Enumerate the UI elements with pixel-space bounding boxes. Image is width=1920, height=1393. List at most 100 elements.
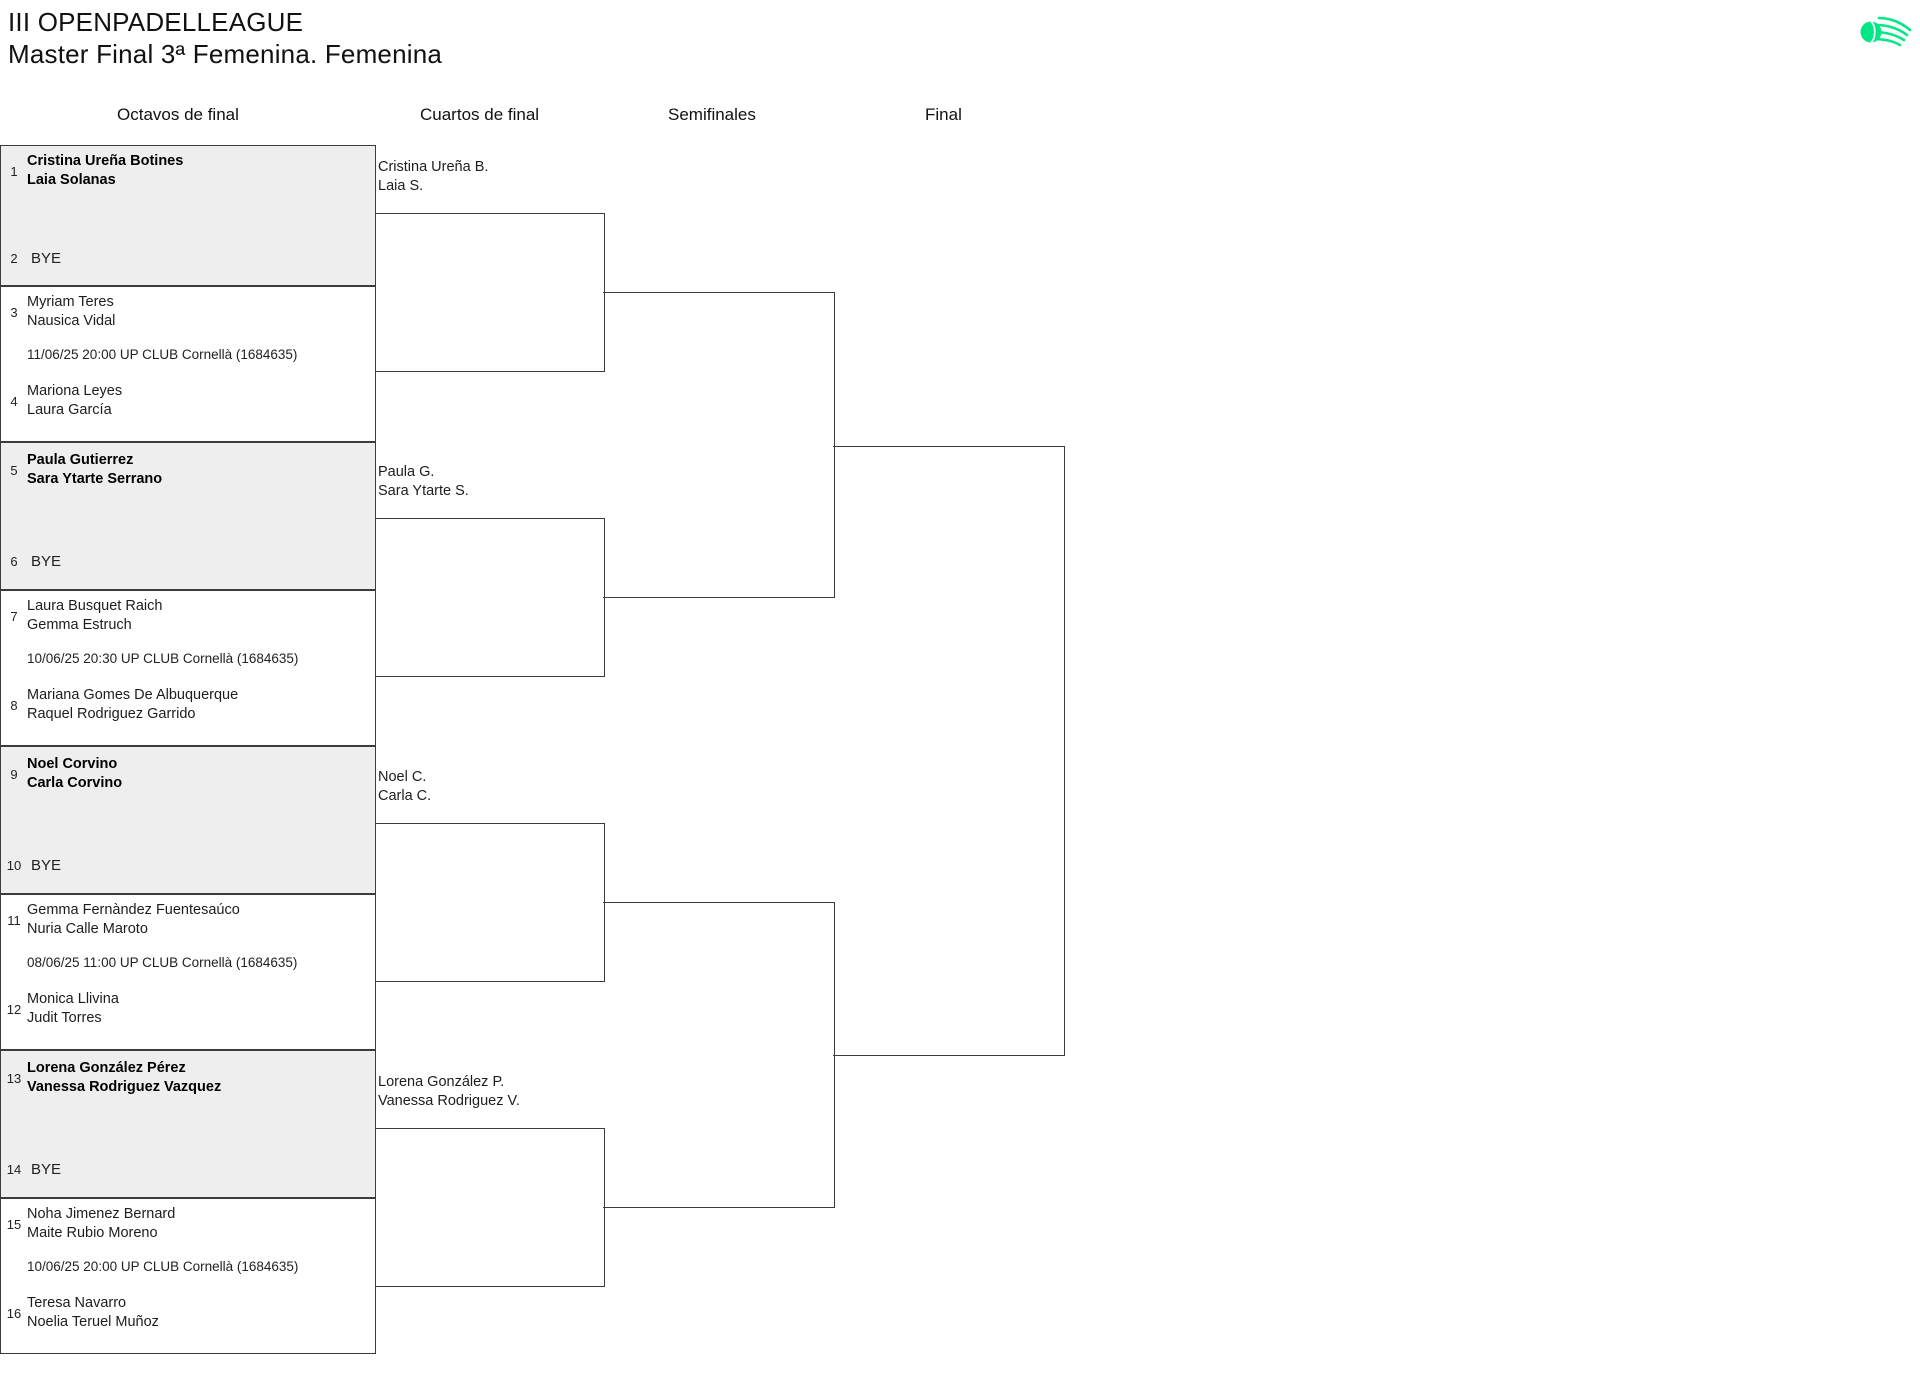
round-header-final: Final bbox=[925, 105, 962, 124]
player-name: Monica Llivina bbox=[27, 991, 119, 1007]
team-names: Gemma Fernàndez Fuentesaúco Nuria Calle … bbox=[27, 901, 240, 939]
player-name: Sara Ytarte Serrano bbox=[27, 471, 163, 487]
bye-label: BYE bbox=[31, 250, 62, 267]
player-name: Nuria Calle Maroto bbox=[27, 921, 148, 937]
player-name: Cristina Ureña B. bbox=[378, 159, 489, 175]
seed-number: 1 bbox=[10, 163, 18, 179]
seed-number: 12 bbox=[6, 1001, 22, 1017]
seed-number: 2 bbox=[10, 251, 18, 266]
seed-number: 5 bbox=[10, 462, 18, 478]
team-names: Monica Llivina Judit Torres bbox=[27, 990, 119, 1028]
connector-cuartos-2 bbox=[603, 902, 835, 1208]
player-name: Gemma Estruch bbox=[27, 617, 132, 633]
r16-match-1[interactable]: 1 Cristina Ureña Botines Laia Solanas 2 … bbox=[0, 145, 376, 286]
seed-number: 6 bbox=[10, 554, 18, 569]
r16-slot-2[interactable]: 2 BYE bbox=[1, 250, 375, 267]
seed-number: 16 bbox=[6, 1305, 22, 1321]
seed-number: 15 bbox=[6, 1216, 22, 1232]
team-names: Mariona Leyes Laura García bbox=[27, 382, 122, 420]
player-name: Noel Corvino bbox=[27, 756, 118, 772]
qf-team-4[interactable]: Lorena González P. Vanessa Rodriguez V. bbox=[378, 1073, 520, 1111]
match-schedule: 10/06/25 20:30 UP CLUB Cornellà (1684635… bbox=[27, 651, 299, 666]
player-name: Laia Solanas bbox=[27, 172, 116, 188]
player-name: Mariana Gomes De Albuquerque bbox=[27, 687, 239, 703]
seed-number: 8 bbox=[10, 697, 18, 713]
player-name: Judit Torres bbox=[27, 1010, 102, 1026]
r16-slot-15[interactable]: 15 Noha Jimenez Bernard Maite Rubio More… bbox=[1, 1205, 375, 1243]
player-name: Noha Jimenez Bernard bbox=[27, 1206, 176, 1222]
team-names: Teresa Navarro Noelia Teruel Muñoz bbox=[27, 1294, 159, 1332]
page-title: III OPENPADELLEAGUE Master Final 3ª Feme… bbox=[8, 6, 442, 70]
player-name: Laia S. bbox=[378, 178, 424, 194]
r16-slot-8[interactable]: 8 Mariana Gomes De Albuquerque Raquel Ro… bbox=[1, 686, 375, 724]
bye-label: BYE bbox=[31, 553, 62, 570]
team-names: Paula Gutierrez Sara Ytarte Serrano bbox=[27, 451, 162, 489]
player-name: Laura Busquet Raich bbox=[27, 598, 163, 614]
r16-slot-16[interactable]: 16 Teresa Navarro Noelia Teruel Muñoz bbox=[1, 1294, 375, 1332]
r16-match-2[interactable]: 3 Myriam Teres Nausica Vidal 11/06/25 20… bbox=[0, 286, 376, 442]
player-name: Sara Ytarte S. bbox=[378, 483, 469, 499]
connector-octavos-3 bbox=[376, 823, 605, 982]
r16-match-3[interactable]: 5 Paula Gutierrez Sara Ytarte Serrano 6 … bbox=[0, 442, 376, 590]
player-name: Nausica Vidal bbox=[27, 313, 116, 329]
seed-number: 11 bbox=[7, 912, 21, 928]
r16-match-6[interactable]: 11 Gemma Fernàndez Fuentesaúco Nuria Cal… bbox=[0, 894, 376, 1050]
seed-number: 3 bbox=[10, 304, 18, 320]
seed-number: 10 bbox=[6, 858, 22, 873]
r16-slot-6[interactable]: 6 BYE bbox=[1, 553, 375, 570]
r16-slot-11[interactable]: 11 Gemma Fernàndez Fuentesaúco Nuria Cal… bbox=[1, 901, 375, 939]
r16-slot-14[interactable]: 14 BYE bbox=[1, 1161, 375, 1178]
r16-match-4[interactable]: 7 Laura Busquet Raich Gemma Estruch 10/0… bbox=[0, 590, 376, 746]
team-names: Noel Corvino Carla Corvino bbox=[27, 755, 122, 793]
seed-number: 13 bbox=[6, 1070, 22, 1086]
player-name: Lorena González Pérez bbox=[27, 1060, 186, 1076]
player-name: Paula G. bbox=[378, 464, 435, 480]
connector-octavos-4 bbox=[376, 1128, 605, 1287]
player-name: Lorena González P. bbox=[378, 1074, 505, 1090]
player-name: Vanessa Rodriguez Vazquez bbox=[27, 1079, 222, 1095]
bye-label: BYE bbox=[31, 1161, 62, 1178]
r16-match-8[interactable]: 15 Noha Jimenez Bernard Maite Rubio More… bbox=[0, 1198, 376, 1354]
tournament-subtitle: Master Final 3ª Femenina. Femenina bbox=[8, 39, 443, 69]
seed-number: 7 bbox=[10, 608, 18, 624]
player-name: Raquel Rodriguez Garrido bbox=[27, 706, 196, 722]
padel-ball-logo bbox=[1858, 12, 1912, 54]
seed-number: 9 bbox=[10, 766, 18, 782]
player-name: Vanessa Rodriguez V. bbox=[378, 1093, 520, 1109]
team-names: Lorena González Pérez Vanessa Rodriguez … bbox=[27, 1059, 221, 1097]
r16-slot-1[interactable]: 1 Cristina Ureña Botines Laia Solanas bbox=[1, 152, 375, 190]
team-names: Cristina Ureña Botines Laia Solanas bbox=[27, 152, 183, 190]
r16-match-7[interactable]: 13 Lorena González Pérez Vanessa Rodrigu… bbox=[0, 1050, 376, 1198]
match-schedule: 11/06/25 20:00 UP CLUB Cornellà (1684635… bbox=[27, 347, 298, 362]
player-name: Carla C. bbox=[378, 788, 432, 804]
r16-match-5[interactable]: 9 Noel Corvino Carla Corvino 10 BYE bbox=[0, 746, 376, 894]
qf-team-1[interactable]: Cristina Ureña B. Laia S. bbox=[378, 158, 488, 196]
player-name: Mariona Leyes bbox=[27, 383, 123, 399]
player-name: Myriam Teres bbox=[27, 294, 114, 310]
r16-slot-5[interactable]: 5 Paula Gutierrez Sara Ytarte Serrano bbox=[1, 451, 375, 489]
qf-team-3[interactable]: Noel C. Carla C. bbox=[378, 768, 431, 806]
team-names: Laura Busquet Raich Gemma Estruch bbox=[27, 597, 162, 635]
player-name: Gemma Fernàndez Fuentesaúco bbox=[27, 902, 240, 918]
player-name: Laura García bbox=[27, 402, 112, 418]
player-name: Cristina Ureña Botines bbox=[27, 153, 184, 169]
qf-team-2[interactable]: Paula G. Sara Ytarte S. bbox=[378, 463, 469, 501]
seed-number: 4 bbox=[10, 393, 18, 409]
player-name: Paula Gutierrez bbox=[27, 452, 134, 468]
r16-slot-13[interactable]: 13 Lorena González Pérez Vanessa Rodrigu… bbox=[1, 1059, 375, 1097]
r16-slot-9[interactable]: 9 Noel Corvino Carla Corvino bbox=[1, 755, 375, 793]
player-name: Teresa Navarro bbox=[27, 1295, 127, 1311]
match-schedule: 10/06/25 20:00 UP CLUB Cornellà (1684635… bbox=[27, 1259, 299, 1274]
round-header-semifinales: Semifinales bbox=[668, 105, 756, 124]
r16-slot-7[interactable]: 7 Laura Busquet Raich Gemma Estruch bbox=[1, 597, 375, 635]
team-names: Noha Jimenez Bernard Maite Rubio Moreno bbox=[27, 1205, 175, 1243]
r16-slot-3[interactable]: 3 Myriam Teres Nausica Vidal bbox=[1, 293, 375, 331]
match-schedule: 08/06/25 11:00 UP CLUB Cornellà (1684635… bbox=[27, 955, 298, 970]
bye-label: BYE bbox=[31, 857, 62, 874]
r16-slot-4[interactable]: 4 Mariona Leyes Laura García bbox=[1, 382, 375, 420]
player-name: Noelia Teruel Muñoz bbox=[27, 1314, 159, 1330]
round-header-cuartos: Cuartos de final bbox=[420, 105, 540, 124]
r16-slot-12[interactable]: 12 Monica Llivina Judit Torres bbox=[1, 990, 375, 1028]
r16-slot-10[interactable]: 10 BYE bbox=[1, 857, 375, 874]
